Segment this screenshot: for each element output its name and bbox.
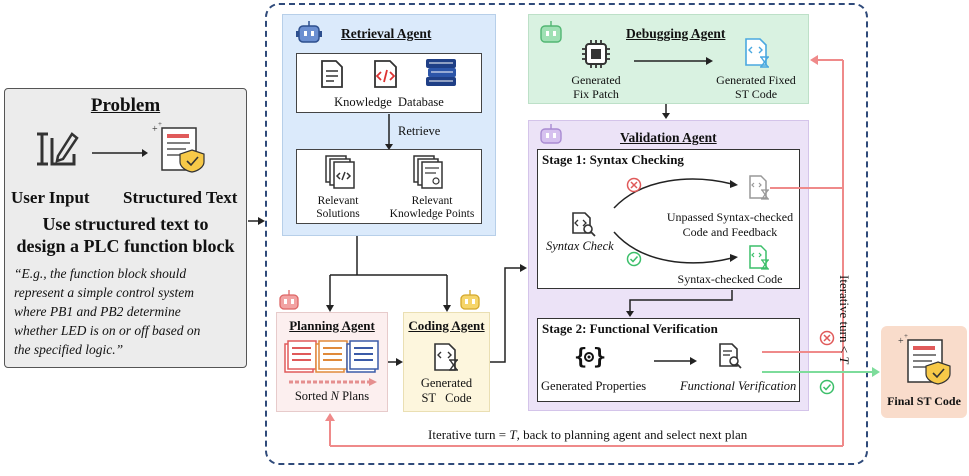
retrieval-agent-title: Retrieval Agent (341, 26, 432, 41)
syntax-check-icon (571, 211, 597, 242)
arrow-down-icon (661, 104, 671, 125)
robot-icon (538, 124, 564, 151)
code-file-icon (373, 59, 399, 94)
final-doc-icon: + + (898, 332, 954, 391)
stage2-box (537, 318, 800, 402)
document-icon (320, 59, 344, 94)
sorted-plans-label: Sorted N Plans (276, 389, 388, 404)
knowledge-db-label: Knowledge Database (334, 95, 444, 109)
books-icon (423, 57, 459, 94)
chip-icon (580, 38, 612, 75)
pass-icon (819, 379, 835, 400)
task-line-1: Use structured text to (42, 214, 209, 234)
fixed-code-label-2: ST Code (734, 87, 778, 101)
example-line: the specified logic.” (14, 342, 124, 357)
fail-icon (626, 177, 642, 198)
robot-icon (296, 21, 322, 50)
coding-label-2: ST Code (421, 391, 472, 405)
functional-verification-icon (718, 342, 744, 375)
iteration-right-t: T (837, 356, 852, 364)
unpassed-label-2: Code and Feedback (682, 225, 778, 239)
system-frame (265, 3, 868, 465)
user-input-label: User Input (11, 188, 90, 207)
knowledge-points-icon (412, 154, 444, 195)
syntax-check-label: Syntax Check (546, 239, 614, 253)
stage2-title: Stage 2: Functional Verification (542, 321, 718, 336)
coding-label-1: Generated (420, 376, 473, 390)
unpassed-code-icon (748, 174, 772, 207)
kp-label-2: Knowledge Points (389, 208, 475, 220)
unpassed-label-1: Unpassed Syntax-checked (666, 210, 794, 224)
example-line: whether LED is on or off based on (14, 323, 201, 338)
stage1-title: Stage 1: Syntax Checking (542, 152, 684, 167)
fail-icon (819, 330, 835, 351)
example-line: “E.g., the function block should (14, 266, 187, 281)
structured-text-label: Structured Text (123, 188, 238, 207)
pass-icon (626, 251, 642, 272)
example-text: “E.g., the function block should represe… (14, 264, 242, 359)
iteration-right-label: Iterative turn < T (836, 275, 852, 364)
svg-text:}: } (593, 345, 606, 370)
robot-icon (277, 290, 301, 317)
fix-patch-label-1: Generated (571, 73, 621, 87)
fixed-code-icon (744, 37, 772, 74)
coding-agent-title: Coding Agent (408, 318, 485, 333)
svg-text:+: + (898, 336, 904, 347)
passed-label: Syntax-checked Code (677, 272, 783, 286)
arrow-right-icon (634, 53, 714, 71)
debugging-agent-title: Debugging Agent (626, 26, 726, 41)
problem-title: Problem (90, 95, 161, 116)
planning-agent-title: Planning Agent (289, 318, 375, 333)
fix-patch-label-2: Fix Patch (573, 87, 619, 101)
code-gen-icon (433, 342, 461, 377)
iteration-bottom-prefix: Iterative turn = (428, 427, 510, 442)
kp-label-1: Relevant (411, 195, 453, 207)
structured-doc-icon: + + (152, 120, 208, 174)
robot-icon (538, 21, 564, 50)
retrieve-label: Retrieve (398, 124, 441, 138)
plans-icon (283, 340, 383, 395)
passed-code-icon (748, 244, 772, 277)
iteration-bottom-suffix: , back to planning agent and select next… (516, 427, 748, 442)
properties-icon: {} (574, 345, 606, 374)
iteration-right-prefix: Iterative turn < (837, 275, 852, 357)
solutions-label-2: Solutions (316, 208, 360, 220)
func-verif-label: Functional Verification (680, 379, 797, 393)
svg-text:{: { (574, 345, 587, 370)
svg-text:+: + (158, 120, 162, 128)
example-line: represent a simple control system (14, 285, 194, 300)
user-input-icon (34, 128, 80, 170)
final-label: Final ST Code (887, 394, 961, 408)
iteration-bottom-label: Iterative turn = T, back to planning age… (428, 427, 747, 443)
iteration-bottom-t: T (509, 427, 517, 442)
robot-icon (458, 290, 482, 317)
gen-props-label: Generated Properties (541, 379, 647, 393)
sorted-plans-prefix: Sorted (294, 389, 331, 403)
svg-text:+: + (904, 332, 908, 340)
fixed-code-label-1: Generated Fixed (716, 73, 796, 87)
example-line: where PB1 and PB2 determine (14, 304, 181, 319)
arrow-down-icon (384, 114, 394, 155)
solutions-icon (324, 154, 356, 195)
solutions-label-1: Relevant (317, 195, 359, 207)
validation-agent-title: Validation Agent (620, 130, 717, 145)
arrow-right-icon (92, 145, 148, 163)
arrow-right-icon (654, 353, 698, 371)
sorted-plans-suffix: Plans (338, 389, 370, 403)
stage-connector (624, 290, 744, 323)
task-line-2: design a PLC function block (16, 236, 235, 256)
svg-text:+: + (152, 124, 158, 135)
branch-arrows (612, 168, 740, 279)
sorted-plans-n: N (330, 389, 339, 403)
